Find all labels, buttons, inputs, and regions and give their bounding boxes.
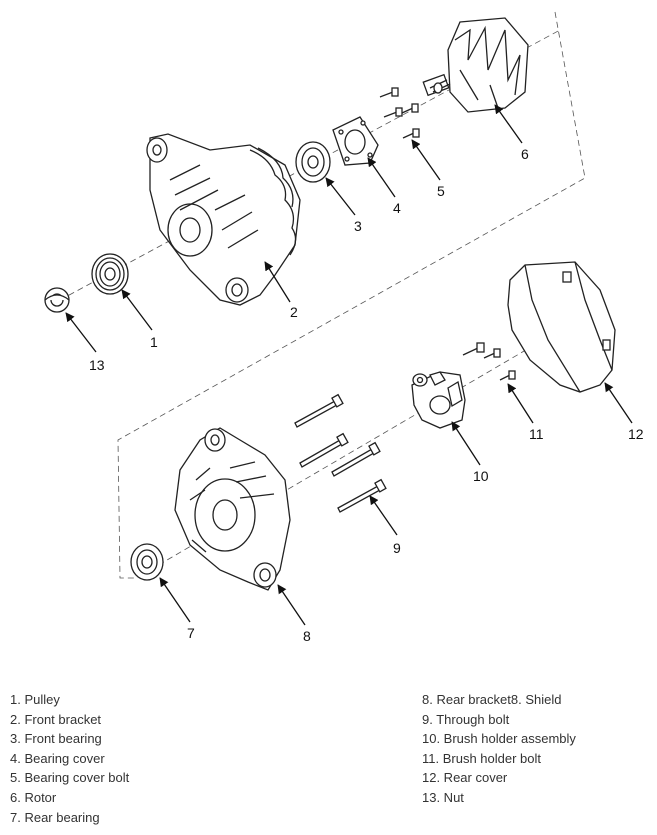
pulley-part xyxy=(91,253,129,295)
legend-item: 9. Through bolt xyxy=(422,711,510,727)
nut-part xyxy=(44,287,70,313)
legend-item: 4. Bearing cover xyxy=(10,750,105,766)
callout-12: 12 xyxy=(628,426,644,442)
arrow-10 xyxy=(451,421,481,466)
rear-bracket-part xyxy=(174,427,291,591)
legend-item: 1. Pulley xyxy=(10,692,60,707)
arrow-5 xyxy=(411,139,441,181)
legend-item: 12. Rear cover xyxy=(422,770,508,786)
legend-item: 8. Rear bracket8. Shield xyxy=(422,692,562,707)
rear-cover-part xyxy=(507,261,616,393)
legend-item: 6. Rotor xyxy=(10,789,57,805)
arrow-2 xyxy=(264,261,291,303)
arrow-3 xyxy=(325,177,356,216)
arrow-12 xyxy=(604,382,633,424)
through-bolts xyxy=(294,393,387,513)
arrow-9 xyxy=(369,495,398,536)
arrow-8 xyxy=(277,584,306,626)
callout-labels: 1 2 3 4 5 6 7 8 9 10 11 12 13 xyxy=(89,146,644,644)
callout-10: 10 xyxy=(473,468,489,484)
arrow-11 xyxy=(507,383,534,424)
legend-item: 2. Front bracket xyxy=(10,711,102,727)
callout-8: 8 xyxy=(303,628,311,644)
callout-11: 11 xyxy=(529,426,544,442)
callout-5: 5 xyxy=(437,183,445,199)
legend-left-column: 1. Pulley 2. Front bracket 3. Front bear… xyxy=(10,690,129,827)
callout-2: 2 xyxy=(290,304,298,320)
callout-3: 3 xyxy=(354,218,362,234)
callout-1: 1 xyxy=(150,334,158,350)
arrow-7 xyxy=(159,577,191,623)
arrow-6 xyxy=(494,104,523,144)
legend-item: 11. Brush holder bolt xyxy=(422,750,541,766)
front-bracket-part xyxy=(146,133,301,306)
legend-right-column: 8. Rear bracket8. Shield 9. Through bolt… xyxy=(422,690,576,808)
bearing-cover-part xyxy=(332,116,379,166)
rotor-part xyxy=(422,17,529,113)
callout-7: 7 xyxy=(187,625,195,641)
bearing-cover-bolts xyxy=(379,87,420,139)
exploded-diagram: 1 2 3 4 5 6 7 8 9 10 11 12 13 xyxy=(44,11,644,644)
leader-arrows xyxy=(65,104,633,626)
callout-4: 4 xyxy=(393,200,401,216)
legend-item: 13. Nut xyxy=(422,789,464,805)
brush-holder-bolts xyxy=(462,342,516,381)
legend-item: 10. Brush holder assembly xyxy=(422,731,576,747)
callout-6: 6 xyxy=(521,146,529,162)
rear-bearing-part xyxy=(130,543,164,581)
callout-9: 9 xyxy=(393,540,401,556)
legend-item: 3. Front bearing xyxy=(10,731,102,747)
arrow-13 xyxy=(65,312,97,353)
brush-holder-assembly-part xyxy=(411,371,466,429)
legend-item: 7. Rear bearing xyxy=(10,809,100,825)
arrow-1 xyxy=(121,289,153,331)
callout-13: 13 xyxy=(89,357,105,373)
arrow-4 xyxy=(367,157,396,198)
front-bearing-part xyxy=(295,141,331,183)
legend-item: 5. Bearing cover bolt xyxy=(10,770,130,786)
